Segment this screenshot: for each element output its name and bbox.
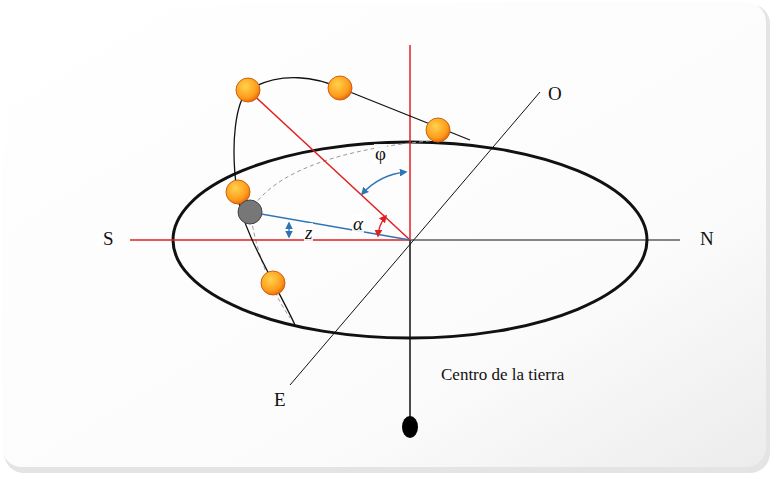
z-arrow: [288, 223, 289, 237]
projection-dashed: [250, 140, 440, 212]
direction-label: O: [548, 84, 562, 103]
sun-path: [234, 78, 470, 325]
sun: [328, 76, 352, 100]
direction-label: S: [103, 229, 114, 248]
caption-label: Centro de la tierra: [441, 366, 564, 383]
sun-positions: [226, 76, 450, 295]
sun: [236, 78, 260, 102]
sun-ray: [248, 90, 410, 240]
projection-ray: [250, 212, 410, 240]
direction-label: E: [274, 390, 286, 409]
angle-label: z: [304, 223, 313, 242]
north-axis: [410, 239, 680, 240]
zenith-axis: [409, 45, 411, 240]
direction-label: N: [700, 229, 714, 248]
earth-center-dot: [402, 416, 418, 438]
sun: [261, 271, 285, 295]
sun: [426, 118, 450, 142]
phi-arc: [362, 172, 406, 194]
sun-projection: [238, 200, 262, 224]
angle-label: φ: [374, 144, 387, 163]
card: [2, 2, 766, 467]
alpha-arc: [378, 216, 386, 236]
east-west-axis: [290, 92, 540, 385]
south-axis: [130, 239, 410, 241]
angle-label: α: [352, 214, 364, 233]
nadir-axis: [409, 240, 411, 425]
